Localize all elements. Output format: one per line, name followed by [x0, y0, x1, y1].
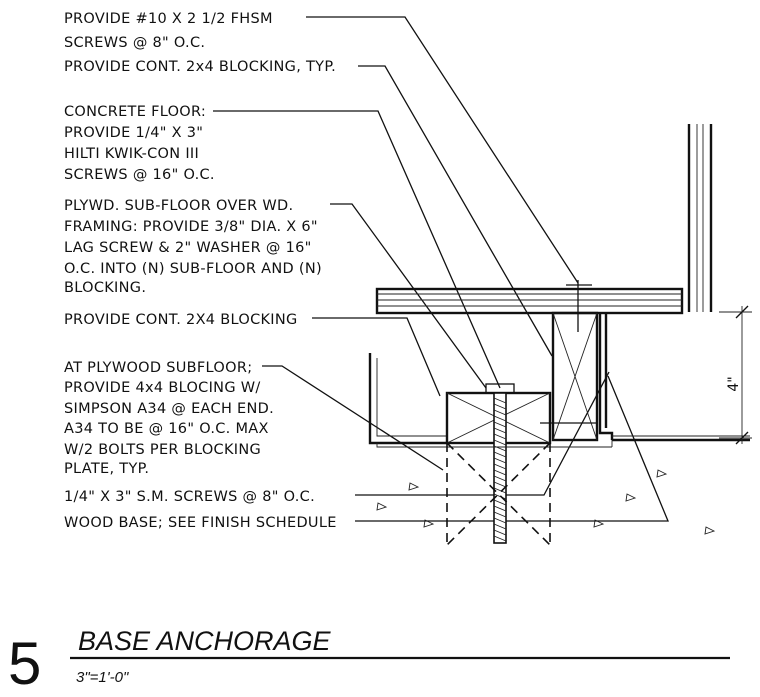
lag-washer: [485, 383, 515, 394]
callout-line: CONCRETE FLOOR:: [64, 104, 206, 120]
title-block: 5 BASE ANCHORAGE 3"=1'-0": [8, 626, 730, 697]
callout-4x4-blocking: AT PLYWOOD SUBFLOOR; PROVIDE 4x4 BLOCING…: [64, 360, 274, 477]
callout-cont-2x4-blocking: PROVIDE CONT. 2X4 BLOCKING: [64, 312, 298, 328]
callout-line: LAG SCREW & 2" WASHER @ 16": [64, 240, 312, 256]
callout-line: PLYWD. SUB-FLOOR OVER WD.: [64, 198, 293, 214]
hidden-line: [446, 442, 551, 546]
callout-screws-fhsm: PROVIDE #10 X 2 1/2 FHSM SCREWS @ 8" O.C…: [64, 11, 273, 51]
detail-scale: 3"=1'-0": [76, 669, 129, 686]
leader-line: [306, 16, 579, 284]
callout-line: WOOD BASE; SEE FINISH SCHEDULE: [64, 515, 337, 531]
leader-line: [355, 375, 669, 522]
callout-cont-blocking-typ: PROVIDE CONT. 2x4 BLOCKING, TYP.: [64, 59, 336, 75]
callout-line: PROVIDE CONT. 2x4 BLOCKING, TYP.: [64, 59, 336, 75]
leader-line: [262, 365, 444, 471]
leader-line: [358, 65, 553, 357]
callout-line: AT PLYWOOD SUBFLOOR;: [64, 360, 252, 376]
callout-line: A34 TO BE @ 16" O.C. MAX: [64, 421, 269, 437]
lag-screw: [493, 392, 507, 544]
cont-2x4-blocking: [551, 311, 599, 442]
callout-line: PROVIDE 4x4 BLOCING W/: [64, 380, 261, 396]
plywood-subfloor: [375, 287, 684, 315]
dimension-tick: [735, 431, 749, 445]
detail-title: BASE ANCHORAGE: [78, 626, 332, 656]
callout-line: W/2 BOLTS PER BLOCKING: [64, 442, 261, 458]
callout-line: 1/4" X 3" S.M. SCREWS @ 8" O.C.: [64, 489, 315, 505]
dimension-text: 4": [726, 376, 742, 391]
callout-line: PLATE, TYP.: [64, 461, 149, 477]
callout-sm-screws: 1/4" X 3" S.M. SCREWS @ 8" O.C.: [64, 489, 315, 505]
leader-line: [330, 203, 487, 389]
dimension-tick: [735, 305, 749, 319]
hidden-line: [446, 442, 551, 546]
wood-base: [598, 313, 614, 440]
callout-line: PROVIDE 1/4" X 3": [64, 125, 203, 141]
callout-line: FRAMING: PROVIDE 3/8" DIA. X 6": [64, 219, 318, 235]
callout-line: PROVIDE CONT. 2X4 BLOCKING: [64, 312, 298, 328]
callout-line: HILTI KWIK-CON III: [64, 146, 199, 162]
left-base-plate: [368, 353, 447, 445]
detail-number: 5: [8, 630, 41, 697]
leader-line: [312, 317, 441, 397]
callout-line: O.C. INTO (N) SUB-FLOOR AND (N): [64, 261, 322, 277]
callout-line: SIMPSON A34 @ EACH END.: [64, 401, 274, 417]
callout-wood-base: WOOD BASE; SEE FINISH SCHEDULE: [64, 515, 337, 531]
left-base-plate-inner: [376, 358, 447, 437]
leader-line: [213, 110, 501, 389]
section-drawing: 4": [368, 124, 752, 546]
callout-line: PROVIDE #10 X 2 1/2 FHSM: [64, 11, 273, 27]
callout-concrete-floor: CONCRETE FLOOR: PROVIDE 1/4" X 3" HILTI …: [64, 104, 215, 183]
blocking-x: [552, 312, 598, 441]
concrete-hatch: [376, 469, 716, 535]
callout-line: SCREWS @ 8" O.C.: [64, 35, 205, 51]
callout-line: SCREWS @ 16" O.C.: [64, 167, 215, 183]
leader-lines: [213, 16, 669, 522]
callout-plywood-subfloor-lag: PLYWD. SUB-FLOOR OVER WD. FRAMING: PROVI…: [64, 198, 322, 296]
callout-line: BLOCKING.: [64, 280, 146, 296]
slab-edge: [376, 440, 613, 448]
